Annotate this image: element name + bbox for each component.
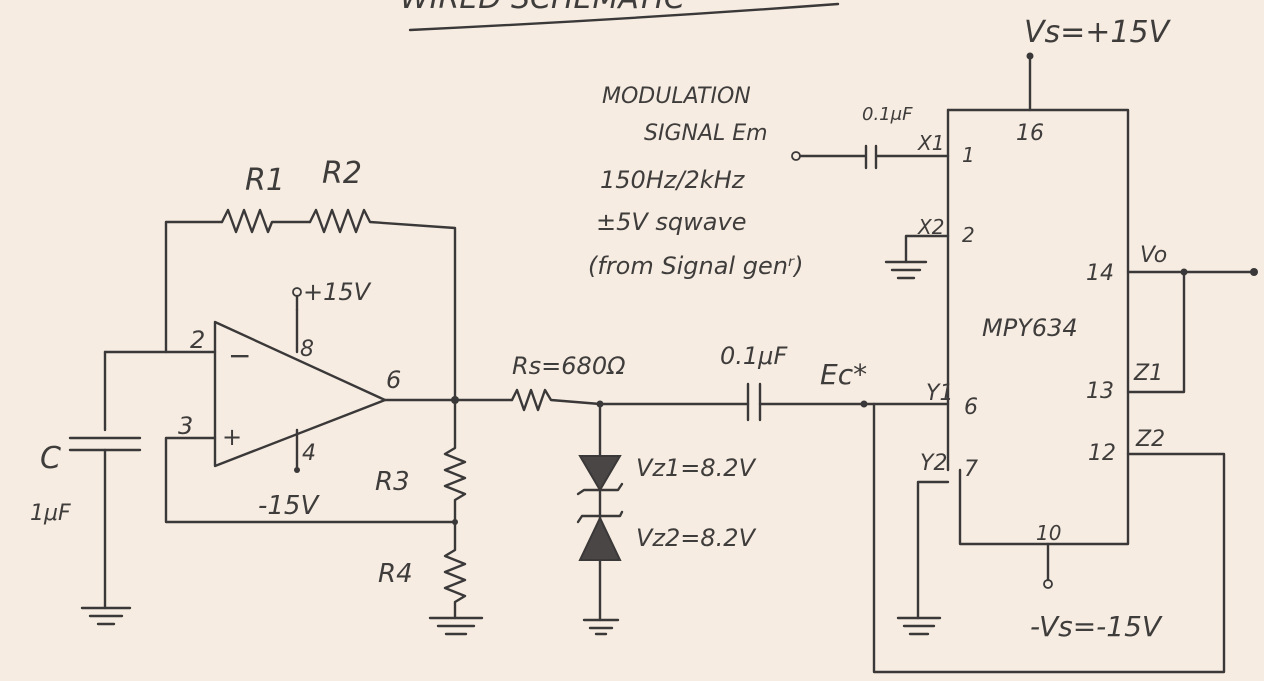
vs-neg-label: -Vs=-15V xyxy=(1030,610,1163,643)
modulation-line3: 150Hz/2kHz xyxy=(600,166,746,194)
mpy-pin2-label: 2 xyxy=(962,223,975,247)
modulation-line4: ±5V sqwave xyxy=(596,208,746,236)
mpy-pin13-label: 13 xyxy=(1086,379,1114,404)
output-terminal xyxy=(1250,268,1258,276)
opamp-neg-supply-label: -15V xyxy=(258,491,320,521)
ground-symbol-c xyxy=(80,606,132,626)
ground-symbol-r4 xyxy=(428,616,484,636)
modulation-line2: SIGNAL Em xyxy=(644,121,768,146)
modulation-line5: (from Signal genʳ) xyxy=(588,252,804,280)
capacitor-c-value: 1μF xyxy=(30,501,71,526)
x1-label: X1 xyxy=(917,131,944,155)
mpy634-name: MPY634 xyxy=(982,314,1078,342)
mpy-pin14-label: 14 xyxy=(1086,261,1114,286)
y1-label: Y1 xyxy=(926,381,953,406)
opamp-pin2-label: 2 xyxy=(190,326,205,354)
z1-label: Z1 xyxy=(1133,361,1163,386)
mpy-pin16-label: 16 xyxy=(1016,121,1044,146)
x2-wire xyxy=(904,234,950,264)
y2-wire xyxy=(916,480,950,620)
opamp-pin6-label: 6 xyxy=(386,366,401,394)
feedback-wire-left xyxy=(164,220,224,354)
resistor-r2 xyxy=(308,208,457,402)
r2-label: R2 xyxy=(322,156,362,191)
ground-symbol-zener xyxy=(582,618,620,636)
opamp-pos-supply-label: +15V xyxy=(303,278,372,306)
carrier-node xyxy=(860,400,868,408)
vz1-label: Vz1=8.2V xyxy=(636,454,757,482)
resistor-r3 xyxy=(443,398,467,524)
r4-label: R4 xyxy=(378,559,413,589)
vs-pos-label: Vs=+15V xyxy=(1024,15,1172,50)
opamp-triangle xyxy=(213,320,387,468)
opamp-pin8-label: 8 xyxy=(300,337,314,362)
capacitor-c xyxy=(68,436,142,452)
r1-label: R1 xyxy=(245,163,285,198)
mpy634-body xyxy=(946,108,1130,546)
vo-label: Vo xyxy=(1140,243,1167,268)
title-text: WIRED SCHEMATIC xyxy=(400,0,685,16)
opamp-neg-supply-terminal xyxy=(294,467,300,473)
mpy-pin6-label: 6 xyxy=(964,395,978,420)
mpy-pin10-label: 10 xyxy=(1036,521,1061,545)
mpy-pin7-label: 7 xyxy=(964,457,978,482)
r3-label: R3 xyxy=(375,467,410,497)
modulation-cap-label: 0.1μF xyxy=(862,104,913,125)
rs-label: Rs=680Ω xyxy=(512,352,626,380)
opamp-pin4-label: 4 xyxy=(302,441,316,466)
modulation-coupling-capacitor xyxy=(798,144,950,170)
resistor-rs xyxy=(510,388,602,412)
opamp-pin3-label: 3 xyxy=(178,412,193,440)
vs-neg-terminal xyxy=(1043,579,1053,589)
zener2-bar xyxy=(576,510,624,524)
coupling-cap-label: 0.1μF xyxy=(720,342,788,370)
resistor-r4 xyxy=(443,520,467,620)
opamp-plus-sign: + xyxy=(222,423,242,451)
coupling-capacitor xyxy=(746,382,762,422)
z1-feedback-wire xyxy=(1126,270,1186,394)
noninverting-input-wire xyxy=(164,436,457,524)
title-underline xyxy=(408,2,840,32)
vs-pos-terminal xyxy=(1026,52,1034,60)
z2-loop-wire xyxy=(872,402,1226,674)
carrier-label: Ec* xyxy=(820,358,867,391)
vz2-label: Vz2=8.2V xyxy=(636,524,757,552)
capacitor-c-label: C xyxy=(40,441,61,476)
y2-label: Y2 xyxy=(920,451,947,476)
z2-label: Z2 xyxy=(1135,427,1165,452)
mpy-pin12-label: 12 xyxy=(1088,441,1116,466)
modulation-line1: MODULATION xyxy=(602,84,751,109)
opamp-minus-sign: − xyxy=(228,339,251,372)
zener-diode-2 xyxy=(578,515,622,561)
ground-symbol-y2 xyxy=(896,616,942,636)
mpy-pin1-label: 1 xyxy=(962,143,975,167)
resistor-r1 xyxy=(220,208,312,234)
zener-diode-1 xyxy=(578,455,622,492)
ground-symbol-x2 xyxy=(884,260,928,280)
